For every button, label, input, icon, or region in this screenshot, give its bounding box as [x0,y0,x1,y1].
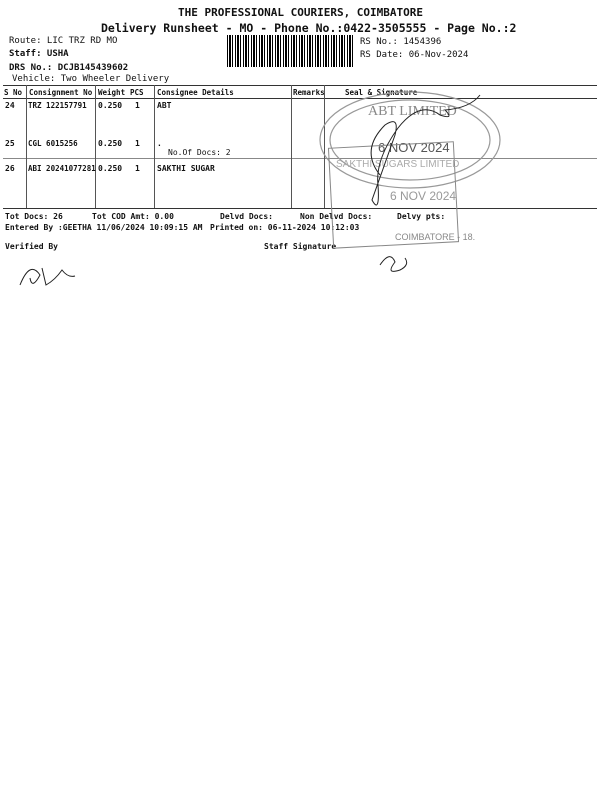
printed-on: Printed on: 06-11-2024 10:12:03 [210,223,360,232]
weight: 0.250 [98,139,123,148]
delvd-docs: Delvd Docs: [220,212,273,221]
sno: 24 [5,101,15,110]
table-bottom-border [3,208,597,209]
non-delvd-docs: Non Delvd Docs: [300,212,373,221]
rs-date: RS Date: 06-Nov-2024 [360,50,469,60]
route: Route: LIC TRZ RD MO [9,36,118,46]
col-divider [95,85,96,208]
rect-stamp-date: 6 NOV 2024 [390,189,456,203]
consignee: ABT [157,101,172,110]
consignee: . [157,139,162,148]
vehicle: Vehicle: Two Wheeler Delivery [12,74,170,84]
drs-number: DRS No.: DCJB145439602 [9,63,129,73]
rect-stamp-city: COIMBATORE - 18. [395,232,475,242]
pcs: 1 [135,101,140,110]
oval-stamp-date: 6 NOV 2024 [378,140,450,155]
pcs: 1 [135,139,140,148]
entered-by: Entered By :GEETHA 11/06/2024 10:09:15 A… [5,223,203,232]
consignment-no: CGL 6015256 [28,139,78,148]
delvy-pts: Delvy pts: [397,212,446,221]
col-consignee: Consignee Details [157,88,234,97]
runsheet-subtitle: Delivery Runsheet - MO - Phone No.:0422-… [101,21,517,35]
col-sno: S No [4,88,23,97]
pcs: 1 [135,164,140,173]
rs-number: RS No.: 1454396 [360,37,442,47]
col-weight: Weight [98,88,126,97]
consignment-no: TRZ 122157791 [28,101,87,110]
header-border [3,98,597,99]
stamps-and-signatures: ABT LIMITED 6 NOV 2024 SAKTHI SUGARS LIM… [19,91,501,286]
barcode [227,35,355,67]
tot-docs: Tot Docs: 26 [5,212,63,221]
col-divider [291,85,292,208]
tot-cod: Tot COD Amt: 0.00 [92,212,174,221]
oval-stamp-name: ABT LIMITED [368,104,457,119]
col-seal: Seal & Signature [345,88,418,97]
col-divider [154,85,155,208]
consignee: SAKTHI SUGAR [157,164,215,173]
weight: 0.250 [98,164,123,173]
recipient-signature [370,94,481,206]
company-title: THE PROFESSIONAL COURIERS, COIMBATORE [178,6,424,19]
verified-by: Verified By [5,242,58,251]
sno: 25 [5,139,15,148]
staff-signature [379,256,408,272]
col-remarks: Remarks [293,88,325,97]
staff-signature-label: Staff Signature [264,242,337,251]
col-pcs: PCS [130,88,144,97]
rect-stamp [327,141,460,249]
verifier-signature [19,267,76,286]
sno: 26 [5,164,15,173]
table-top-border [3,85,597,86]
weight: 0.250 [98,101,123,110]
col-divider [26,85,27,208]
oval-stamp [319,91,501,189]
rect-stamp-name: SAKTHI SUGARS LIMITED [336,159,459,170]
docs-count: No.Of Docs: 2 [168,148,231,157]
row-divider [3,158,597,159]
col-consignment: Consignment No [29,88,93,97]
consignment-no: ABI 20241077281 [28,164,96,173]
col-divider [324,85,325,208]
staff: Staff: USHA [9,49,69,59]
